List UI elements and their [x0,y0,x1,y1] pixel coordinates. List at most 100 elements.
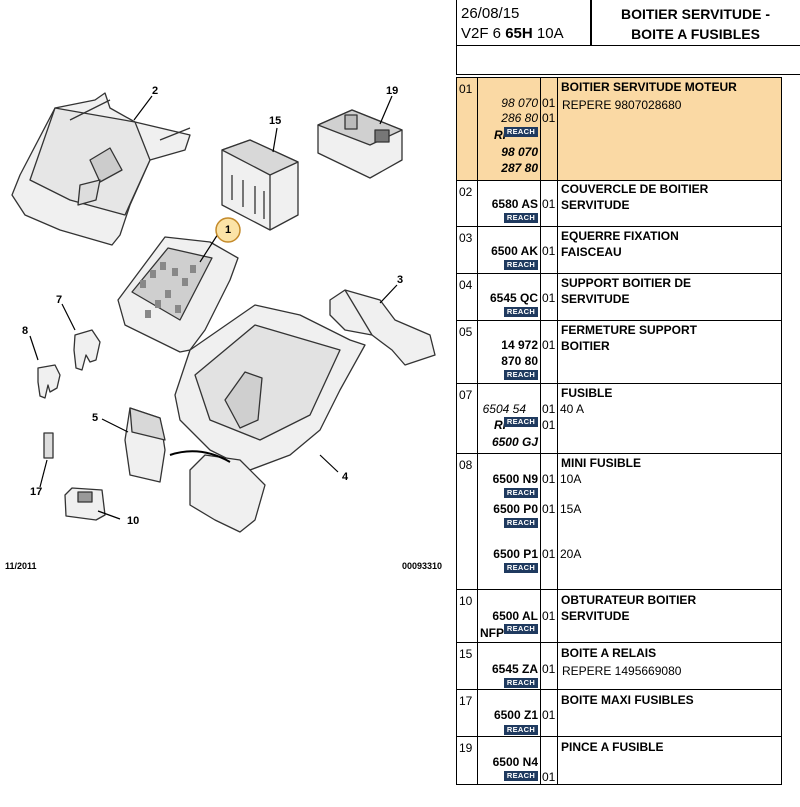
part-ref[interactable]: 286 80 [501,111,538,125]
part-ref[interactable]: 6580 AS [491,197,538,211]
part-row-01[interactable]: 01 98 070 286 80 RF REACH 98 070 287 80 … [456,77,782,181]
part-ref[interactable]: 6500 P1 [493,547,538,561]
parts-list-panel: 26/08/15 V2F 6 65H 10A BOITIER SERVITUDE… [456,0,800,807]
part-row-07[interactable]: 07 6504 54 RF REACH 6500 GJ 01 01 FUSIBL… [456,384,782,454]
designation: BOITE MAXI FUSIBLES [561,693,694,707]
designation: PINCE A FUSIBLE [561,740,664,754]
part-ref[interactable]: 6500 P0 [493,502,538,516]
part-ref[interactable]: 6504 54 [482,402,526,416]
part-ref[interactable]: 98 070 [501,145,538,159]
row-index: 17 [459,694,473,708]
header-date: 26/08/15 [461,5,520,22]
part-ref[interactable]: 6500 AK [491,244,538,258]
quantity: 01 [542,338,556,352]
quantity: 01 [542,662,556,676]
designation: SERVITUDE [561,292,630,306]
callout-7[interactable]: 7 [56,294,63,306]
quantity: 01 [542,609,556,623]
row-index: 03 [459,231,473,245]
part-row-10[interactable]: 10 6500 AL NFP REACH 01 OBTURATEUR BOITI… [456,590,782,643]
footer-date: 11/2011 [5,561,37,571]
reach-badge: REACH [504,370,538,380]
reach-badge: REACH [504,624,538,634]
part-ref[interactable]: 6500 N9 [492,472,538,486]
designation-note: 20A [560,547,582,561]
designation: BOITE A RELAIS [561,646,657,660]
designation-note: REPERE 1495669080 [562,664,682,678]
quantity: 01 [542,770,556,784]
quantity: 01 [542,547,556,561]
part-ref[interactable]: 98 070 [501,96,538,110]
quantity: 01 [542,472,556,486]
reach-badge: REACH [504,307,538,317]
quantity: 01 [542,291,556,305]
reach-badge: REACH [504,213,538,223]
part-ref[interactable]: 287 80 [501,161,538,175]
part-ref[interactable]: 6545 QC [489,291,538,305]
part-row-15[interactable]: 15 6545 ZA REACH 01 BOITE A RELAIS REPER… [456,643,782,690]
part-row-03[interactable]: 03 6500 AK REACH 01 EQUERRE FIXATION FAI… [456,227,782,274]
model-prefix: V2F 6 [461,25,502,42]
reach-badge: REACH [504,488,538,498]
part-ref[interactable]: 6500 GJ [491,435,538,449]
quantity: 01 [542,244,556,258]
row-index: 19 [459,741,473,755]
callout-4[interactable]: 4 [342,471,349,483]
designation-note: 15A [560,502,582,516]
designation-note: 40 A [560,402,585,416]
header-info: 26/08/15 V2F 6 65H 10A [456,0,592,46]
designation: FUSIBLE [561,386,613,400]
callout-3[interactable]: 3 [397,274,404,286]
designation-note: 10A [560,472,582,486]
designation-note: REPERE 9807028680 [562,98,682,112]
quantity: 01 [542,402,556,416]
part-ref[interactable]: 870 80 [501,354,538,368]
part-ref[interactable]: 6545 ZA [491,662,538,676]
title-line-2: BOITE A FUSIBLES [631,26,760,42]
part-ref[interactable]: 6500 AL [492,609,538,623]
part-ref[interactable]: 6500 Z1 [493,708,538,722]
designation: SERVITUDE [561,609,630,623]
callout-1[interactable]: 1 [225,224,232,236]
part-row-08[interactable]: 08 6500 N9 REACH 6500 P0 REACH 6500 P1 R… [456,454,782,590]
exploded-view-drawing [11,92,436,533]
part-row-17[interactable]: 17 6500 Z1 REACH 01 BOITE MAXI FUSIBLES [456,690,782,737]
part-row-05[interactable]: 05 14 972 870 80 REACH 01 FERMETURE SUPP… [456,321,782,384]
quantity: 01 [542,418,556,432]
part-row-04[interactable]: 04 6545 QC REACH 01 SUPPORT BOITIER DE S… [456,274,782,321]
reach-badge: REACH [504,563,538,573]
part-row-19[interactable]: 19 6500 N4 REACH 01 PINCE A FUSIBLE [456,737,782,785]
callout-10[interactable]: 10 [127,515,140,527]
callout-19[interactable]: 17 [30,486,43,498]
row-index: 04 [459,278,473,292]
quantity: 01 [542,111,556,125]
row-index: 01 [459,82,473,96]
callout-8[interactable]: 8 [22,325,29,337]
header-spacer [456,46,800,75]
callout-5[interactable]: 5 [92,412,99,424]
designation: BOITIER [561,339,610,353]
row-index: 02 [459,185,473,199]
callout-15[interactable]: 15 [269,115,282,127]
reach-badge: REACH [504,518,538,528]
part-row-02[interactable]: 02 6580 AS REACH 01 COUVERCLE DE BOITIER… [456,181,782,227]
callout-17[interactable]: 19 [386,85,399,97]
part-ref-suffix: NFP [480,626,504,640]
row-index: 07 [459,388,473,402]
reach-badge: REACH [504,260,538,270]
designation: MINI FUSIBLE [561,456,641,470]
quantity: 01 [542,708,556,722]
quantity: 01 [542,96,556,110]
callout-2[interactable]: 2 [152,85,159,97]
part-ref[interactable]: 14 972 [501,338,538,352]
reach-badge: REACH [504,127,538,137]
designation: EQUERRE FIXATION [561,229,679,243]
parts-diagram: 2 15 19 1 3 4 5 7 8 10 17 11/2011 000933… [5,85,442,571]
model-suffix: 10A [536,25,564,42]
part-ref[interactable]: 6500 N4 [492,755,538,769]
designation: FERMETURE SUPPORT [561,323,698,337]
quantity: 01 [542,197,556,211]
row-index: 05 [459,325,473,339]
reach-badge: REACH [504,678,538,688]
quantity: 01 [542,502,556,516]
